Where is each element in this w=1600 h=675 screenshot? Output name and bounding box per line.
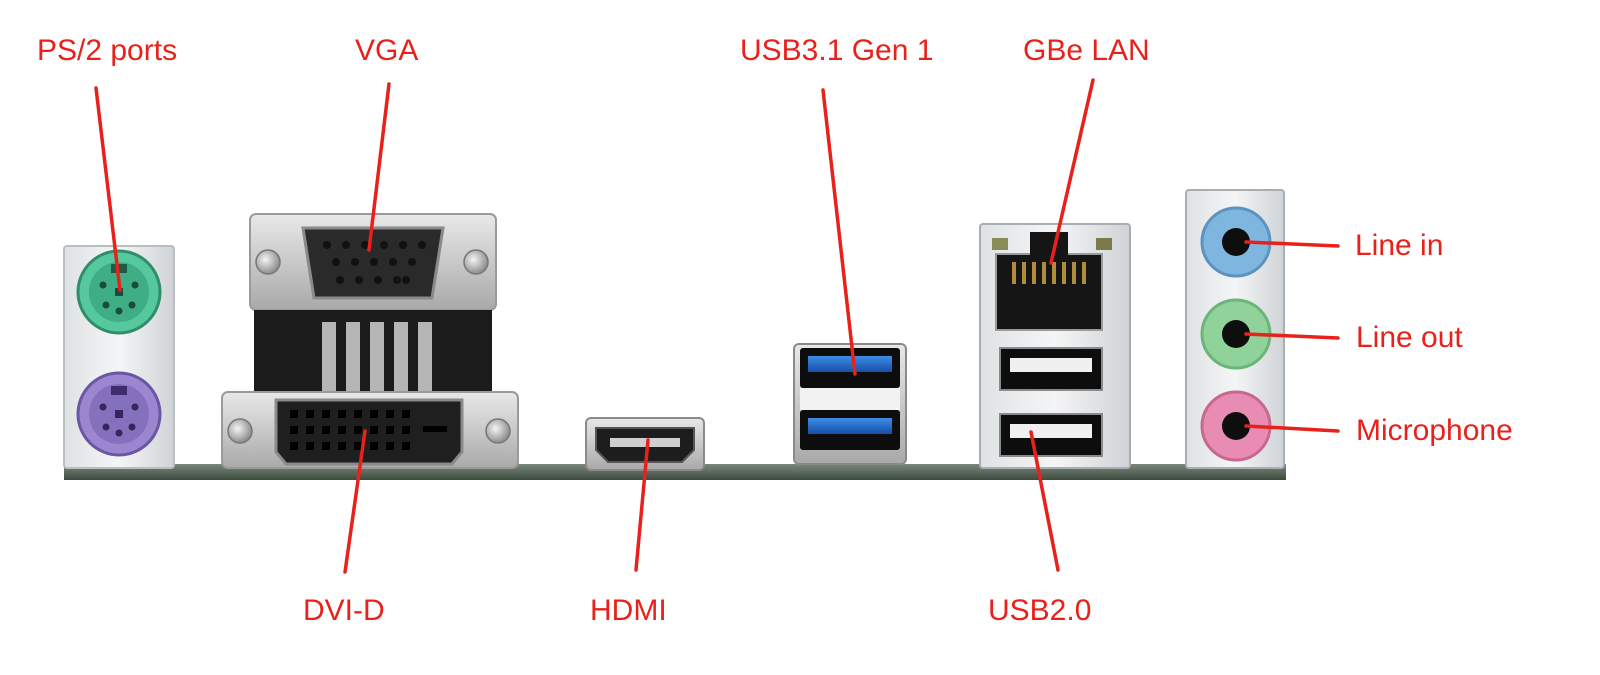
leader-lan bbox=[1049, 78, 1095, 265]
label-line-in: Line in bbox=[1355, 229, 1444, 262]
label-dvi-d: DVI-D bbox=[303, 594, 385, 627]
usb31-ports bbox=[793, 343, 907, 465]
label-microphone: Microphone bbox=[1356, 414, 1513, 447]
leader-usb20 bbox=[1029, 430, 1060, 572]
label-vga: VGA bbox=[355, 34, 419, 67]
ps2-ports bbox=[63, 245, 175, 469]
leader-line-out bbox=[1244, 332, 1340, 340]
leader-vga bbox=[367, 82, 391, 252]
label-hdmi: HDMI bbox=[590, 594, 667, 627]
label-usb31-gen1: USB3.1 Gen 1 bbox=[740, 34, 934, 67]
leader-usb31 bbox=[821, 88, 857, 376]
leader-dvi bbox=[343, 429, 367, 574]
leader-ps2 bbox=[94, 86, 122, 292]
leader-mic bbox=[1244, 424, 1340, 433]
ethernet-port bbox=[995, 253, 1103, 331]
leader-line-in bbox=[1244, 240, 1340, 248]
label-line-out: Line out bbox=[1356, 321, 1463, 354]
label-usb20: USB2.0 bbox=[988, 594, 1092, 627]
lan-usb20-stack bbox=[979, 223, 1131, 469]
audio-jacks bbox=[1185, 189, 1285, 469]
label-gbe-lan: GBe LAN bbox=[1023, 34, 1150, 67]
vga-dvi-stack bbox=[221, 213, 519, 469]
label-ps2-ports: PS/2 ports bbox=[37, 34, 178, 67]
leader-hdmi bbox=[634, 438, 650, 572]
